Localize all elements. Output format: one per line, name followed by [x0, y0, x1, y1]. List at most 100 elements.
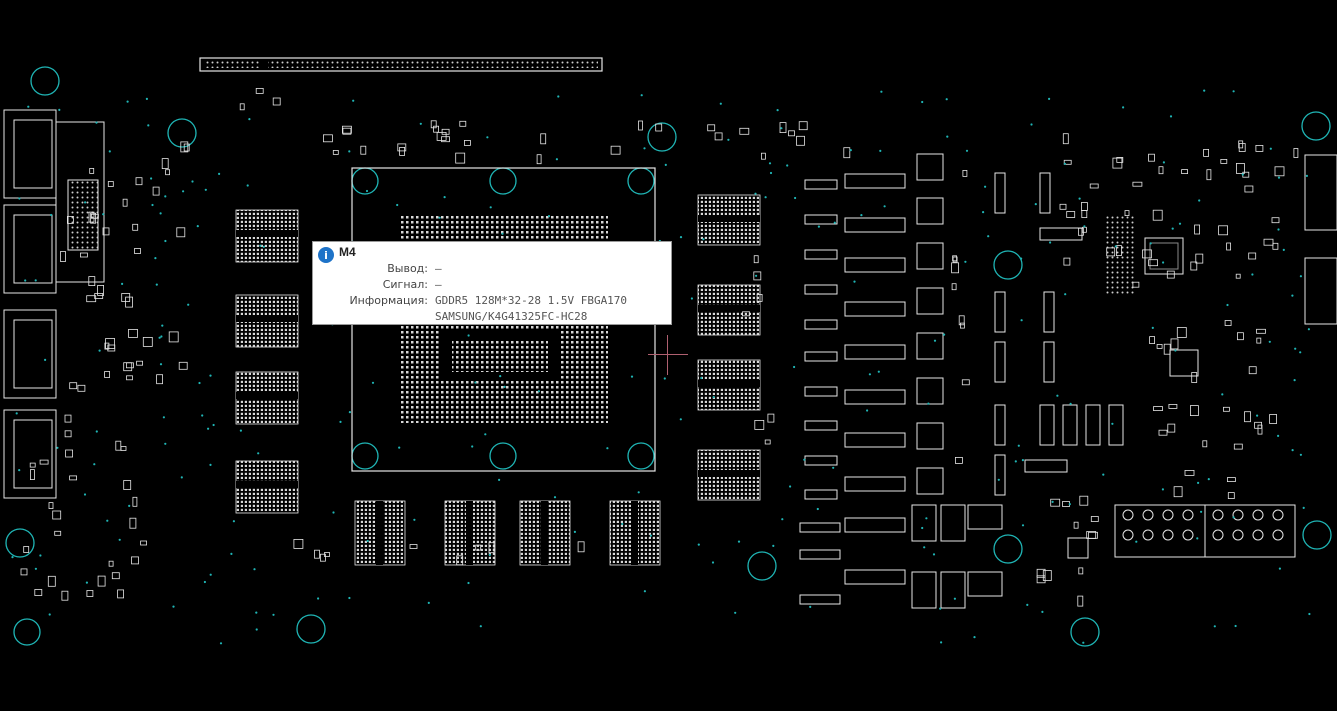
via — [817, 225, 821, 228]
via — [780, 127, 783, 130]
memory-chips-left[interactable] — [235, 209, 299, 514]
io-connectors[interactable] — [3, 109, 105, 499]
via — [259, 244, 262, 247]
smd-part — [1254, 421, 1262, 429]
smd-part — [441, 128, 450, 135]
smd-part — [65, 449, 73, 458]
power-connector[interactable] — [1114, 504, 1296, 558]
mosfets[interactable] — [911, 153, 1003, 609]
capacitor-columns[interactable] — [994, 172, 1124, 496]
via — [1207, 478, 1210, 481]
smd-part — [117, 589, 124, 599]
via — [204, 188, 207, 191]
via — [690, 297, 694, 300]
smd-part — [115, 440, 122, 451]
via — [1291, 294, 1294, 297]
via — [162, 416, 165, 419]
smd-part — [463, 139, 471, 146]
via — [877, 370, 880, 373]
memory-chips-bottom[interactable] — [354, 500, 661, 566]
pcie-connector[interactable] — [199, 57, 603, 72]
smd-part — [456, 555, 464, 566]
smd-part — [1063, 257, 1071, 266]
via — [1232, 516, 1235, 519]
smd-part — [90, 212, 96, 224]
smd-part — [756, 293, 763, 302]
via — [1056, 394, 1059, 397]
smd-part — [122, 198, 128, 207]
smd-part — [140, 540, 148, 546]
smd-part — [1152, 209, 1163, 221]
via — [945, 98, 948, 101]
via — [1299, 453, 1302, 456]
via — [488, 553, 491, 557]
via — [1169, 115, 1173, 118]
via — [27, 105, 30, 108]
via — [700, 376, 703, 380]
via — [1203, 89, 1206, 92]
controller-chips[interactable] — [1067, 154, 1337, 559]
smd-part — [64, 430, 72, 438]
via — [1082, 641, 1085, 644]
via — [1198, 199, 1201, 202]
smd-part — [655, 123, 663, 132]
smd-part — [764, 439, 771, 445]
via — [180, 476, 183, 479]
via — [1269, 147, 1272, 150]
via — [1196, 537, 1199, 540]
via — [489, 206, 492, 209]
smd-part — [540, 133, 547, 145]
smd-part — [1132, 281, 1140, 288]
via — [1232, 90, 1235, 93]
smd-part — [165, 169, 171, 176]
smd-part — [1124, 210, 1130, 217]
smd-part — [322, 134, 333, 143]
smd-part — [459, 120, 467, 127]
smd-part — [638, 120, 643, 131]
via — [879, 149, 882, 152]
via — [964, 260, 967, 263]
smd-part — [1079, 495, 1089, 506]
via — [860, 214, 863, 217]
via — [1197, 481, 1200, 484]
via — [427, 601, 430, 605]
via — [640, 94, 643, 97]
smd-part — [108, 560, 114, 567]
smd-part — [961, 379, 970, 386]
smd-part — [441, 136, 450, 143]
via — [48, 613, 51, 616]
smd-part — [239, 103, 245, 111]
via — [50, 213, 53, 217]
info-value: GDDR5 128M*32-28 1.5V FBGA170 — [435, 294, 628, 307]
smd-part — [1269, 414, 1277, 424]
smd-part — [1112, 157, 1123, 169]
via — [85, 581, 88, 584]
smd-part — [788, 130, 795, 137]
smd-part — [796, 135, 805, 146]
via — [145, 97, 148, 100]
smd-part — [952, 256, 958, 263]
smd-part — [753, 271, 762, 281]
smd-part — [52, 510, 62, 520]
smd-part — [176, 227, 186, 238]
via — [776, 109, 779, 112]
smd-part — [843, 147, 851, 159]
smd-part — [132, 496, 138, 507]
via — [1049, 241, 1052, 244]
vrm-inductors[interactable] — [799, 173, 906, 605]
memory-chips-right[interactable] — [697, 194, 761, 501]
via — [925, 517, 928, 520]
smd-part — [1244, 411, 1251, 423]
via — [44, 358, 47, 361]
smd-part — [272, 97, 281, 106]
smd-part — [1088, 531, 1098, 539]
smd-part — [183, 143, 190, 152]
smd-part — [1163, 343, 1171, 355]
via — [93, 463, 96, 466]
tooltip-title: M4 — [339, 245, 356, 259]
via — [154, 257, 157, 260]
via — [486, 136, 489, 139]
via — [187, 303, 190, 306]
smd-part — [397, 143, 407, 152]
via — [1277, 176, 1281, 179]
